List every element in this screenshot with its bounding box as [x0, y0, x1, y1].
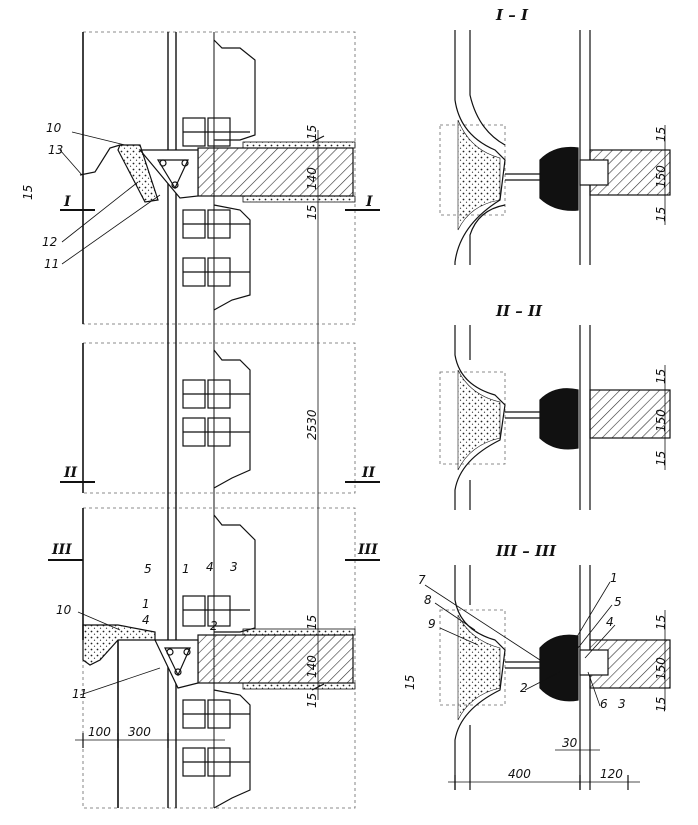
- section-1-1: [439, 30, 671, 265]
- section-2-2: [439, 325, 671, 510]
- left-elevation: [48, 31, 380, 809]
- section-3-3: [424, 565, 671, 790]
